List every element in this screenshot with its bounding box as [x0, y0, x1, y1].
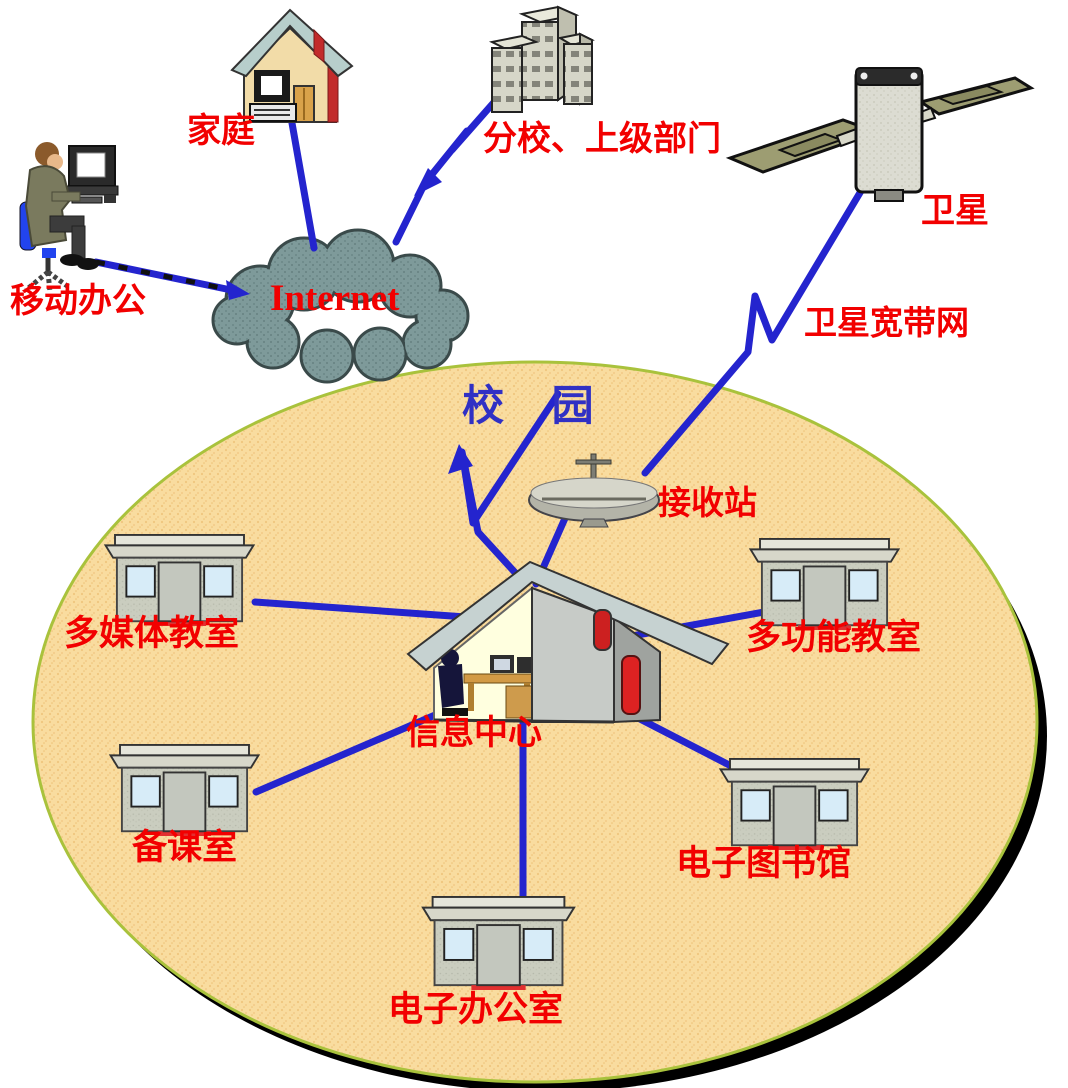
- multimedia-classroom-icon: [104, 534, 255, 626]
- satellite-icon: [725, 67, 1035, 202]
- internet-cloud: [211, 228, 470, 384]
- label-multifunction-classroom: 多功能教室: [746, 618, 922, 657]
- e-office-icon: [421, 896, 576, 990]
- link-mobile-dashes: [95, 259, 237, 294]
- mobile-worker-icon: [19, 142, 119, 293]
- info-center-house-icon: [406, 560, 730, 724]
- home-house-icon: [230, 8, 354, 123]
- label-satellite-broadband: 卫星宽带网: [804, 304, 969, 341]
- label-info-center: 信息中心: [406, 714, 542, 752]
- label-mobile-office: 移动办公: [10, 282, 146, 320]
- label-branch-departments: 分校、上级部门: [483, 120, 721, 158]
- label-receiving-station: 接收站: [658, 484, 757, 521]
- label-campus: 校 园: [462, 382, 612, 429]
- receiving-dish-icon: [528, 453, 660, 528]
- link-home-internet: [285, 102, 318, 252]
- branch-buildings-icon: [488, 5, 595, 113]
- e-library-icon: [719, 758, 870, 850]
- label-e-office: 电子办公室: [388, 990, 564, 1029]
- label-e-library: 电子图书馆: [676, 844, 852, 883]
- arrowheads: [226, 168, 473, 474]
- prep-room-icon: [109, 744, 260, 836]
- label-internet: Internet: [270, 278, 400, 319]
- link-branch-internet: [421, 88, 507, 187]
- label-satellite: 卫星: [921, 192, 989, 230]
- label-home: 家庭: [187, 112, 255, 150]
- label-prep-room: 备课室: [132, 828, 238, 867]
- multifunction-classroom-icon: [749, 538, 900, 630]
- link-infocenter-multimedia: [251, 598, 484, 622]
- link-satellite-dish: [641, 182, 868, 477]
- label-multimedia-classroom: 多媒体教室: [64, 614, 240, 653]
